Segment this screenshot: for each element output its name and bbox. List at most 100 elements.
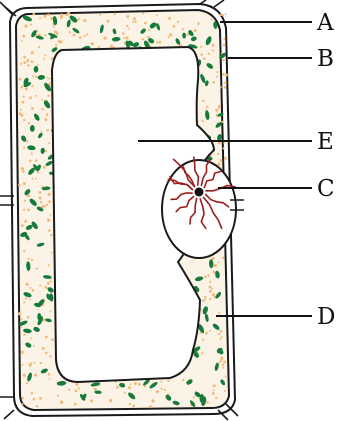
granule-dot xyxy=(21,403,23,405)
granule-dot xyxy=(49,82,51,84)
granule-dot xyxy=(31,51,34,54)
granule-dot xyxy=(132,405,135,408)
granule-dot xyxy=(134,382,137,385)
granule-dot xyxy=(35,178,37,180)
granule-dot xyxy=(22,35,25,38)
granule-dot xyxy=(48,229,51,232)
granule-dot xyxy=(225,13,227,15)
granule-dot xyxy=(21,86,24,89)
granule-dot xyxy=(20,326,22,328)
granule-dot xyxy=(222,59,224,61)
granule-dot xyxy=(46,204,48,206)
granule-dot xyxy=(57,394,59,396)
granule-dot xyxy=(31,107,34,110)
nucleus xyxy=(162,160,236,258)
granule-dot xyxy=(133,17,136,20)
granule-dot xyxy=(42,347,45,350)
granule-dot xyxy=(29,96,32,99)
granule-dot xyxy=(201,352,203,354)
granule-dot xyxy=(202,100,204,102)
granule-dot xyxy=(149,405,152,408)
granule-dot xyxy=(23,147,25,149)
granule-dot xyxy=(113,13,116,16)
granule-dot xyxy=(203,57,206,60)
granule-dot xyxy=(90,400,93,403)
granule-dot xyxy=(147,36,150,39)
granule-dot xyxy=(48,142,50,144)
granule-dot xyxy=(217,153,219,155)
granule-dot xyxy=(204,276,207,279)
granule-dot xyxy=(50,234,52,236)
granule-dot xyxy=(148,29,150,31)
granule-dot xyxy=(214,264,217,267)
granule-dot xyxy=(24,199,26,201)
granule-dot xyxy=(33,362,35,364)
granule-dot xyxy=(30,23,32,25)
granule-dot xyxy=(129,403,131,405)
granule-dot xyxy=(55,44,57,46)
granule-dot xyxy=(56,34,58,36)
granule-dot xyxy=(132,21,134,23)
granule-dot xyxy=(36,405,38,407)
granule-dot xyxy=(22,364,24,366)
granule-dot xyxy=(128,28,130,30)
granule-dot xyxy=(66,14,69,17)
granule-dot xyxy=(48,264,50,266)
granule-dot xyxy=(32,289,35,292)
granule-dot xyxy=(225,375,227,377)
granule-dot xyxy=(23,333,26,336)
granule-dot xyxy=(25,297,27,299)
granule-dot xyxy=(173,25,176,28)
granule-dot xyxy=(126,36,129,39)
granule-dot xyxy=(204,296,206,298)
granule-dot xyxy=(20,63,22,65)
granule-dot xyxy=(202,299,205,302)
granule-dot xyxy=(60,16,63,19)
granule-dot xyxy=(38,191,41,194)
granule-dot xyxy=(74,403,77,406)
granule-dot xyxy=(23,182,26,185)
granule-dot xyxy=(28,258,30,260)
granule-dot xyxy=(222,363,224,365)
granule-dot xyxy=(43,58,45,60)
granule-dot xyxy=(22,170,25,173)
granule-dot xyxy=(44,286,47,289)
granule-dot xyxy=(18,312,21,315)
granule-dot xyxy=(29,287,31,289)
granule-dot xyxy=(206,106,208,108)
granule-dot xyxy=(44,34,46,36)
granule-dot xyxy=(222,367,224,369)
granule-dot xyxy=(24,220,27,223)
granule-dot xyxy=(79,36,82,39)
label-e: E xyxy=(317,129,334,155)
granule-dot xyxy=(156,390,159,393)
granule-dot xyxy=(60,13,63,16)
granule-dot xyxy=(33,398,36,401)
granule-dot xyxy=(220,159,223,162)
granule-dot xyxy=(159,41,162,44)
granule-dot xyxy=(213,384,216,387)
granule-dot xyxy=(182,28,184,30)
granule-dot xyxy=(218,142,221,145)
granule-dot xyxy=(26,382,28,384)
granule-dot xyxy=(51,338,54,341)
granule-dot xyxy=(27,316,30,319)
granule-dot xyxy=(35,95,37,97)
granule-dot xyxy=(45,150,47,152)
granule-dot xyxy=(24,25,27,28)
granule-dot xyxy=(31,60,34,63)
granule-dot xyxy=(225,73,228,76)
granule-dot xyxy=(75,389,78,392)
granule-dot xyxy=(224,157,227,160)
granule-dot xyxy=(209,285,212,288)
granule-dot xyxy=(144,385,146,387)
granule-dot xyxy=(38,46,40,48)
granule-dot xyxy=(23,250,25,252)
granule-dot xyxy=(33,345,35,347)
granule-dot xyxy=(212,257,215,260)
granule-dot xyxy=(35,159,38,162)
granule-dot xyxy=(223,142,225,144)
granule-dot xyxy=(223,37,225,39)
granule-dot xyxy=(30,337,32,339)
